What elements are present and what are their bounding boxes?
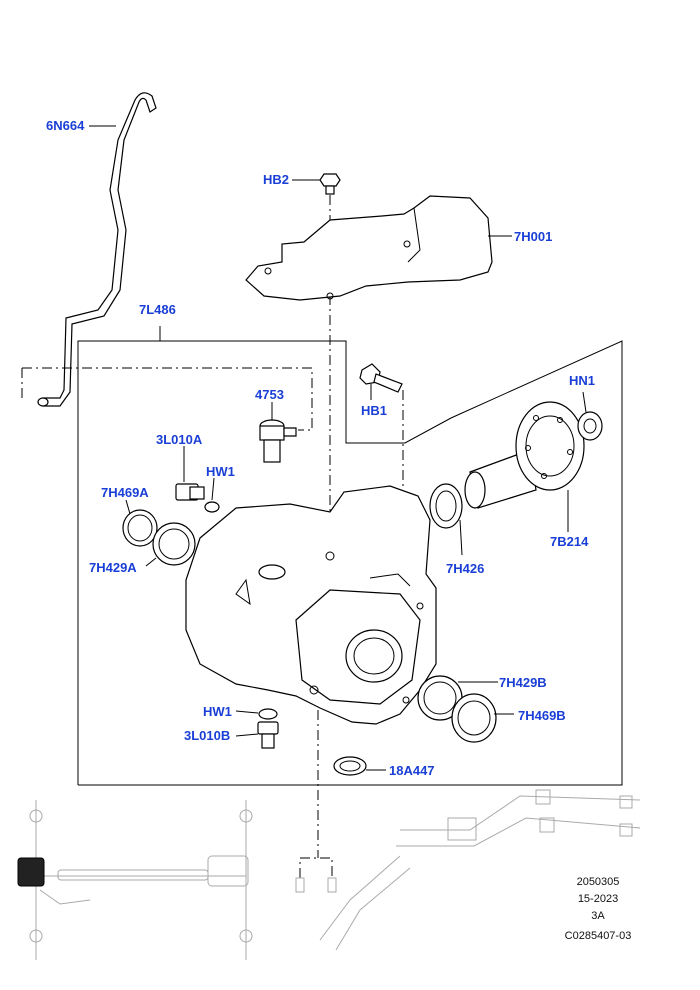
bolt-HB2 [292, 173, 341, 195]
driveline-overview [17, 800, 253, 960]
drain-plug-3L010A [175, 446, 205, 501]
callout-HN1[interactable]: HN1 [569, 373, 596, 388]
callout-7H469A[interactable]: 7H469A [101, 485, 149, 500]
seal-7H469B [451, 693, 514, 743]
output-flange-7B214 [464, 401, 585, 532]
ghost-pipework [295, 789, 641, 951]
callout-7H429A[interactable]: 7H429A [89, 560, 137, 575]
callout-7H429B[interactable]: 7H429B [499, 675, 547, 690]
reference-line-1: 2050305 [576, 876, 620, 888]
reference-line-4: C0285407-03 [564, 930, 632, 942]
transfer-case-housing [185, 485, 437, 725]
reference-line-3: 3A [591, 910, 605, 922]
callout-HB1[interactable]: HB1 [361, 403, 388, 418]
washer-HW1-upper [204, 477, 220, 513]
callout-7L486[interactable]: 7L486 [139, 302, 176, 317]
washer-HW1-lower [235, 708, 278, 720]
callout-3L010A[interactable]: 3L010A [156, 432, 203, 447]
heat-shield-7H001 [245, 195, 512, 301]
callout-7H426[interactable]: 7H426 [446, 561, 485, 576]
drain-plug-3L010B [235, 721, 279, 749]
callout-18A447[interactable]: 18A447 [389, 763, 435, 778]
reference-line-2: 15-2023 [577, 893, 619, 905]
assembly-frame-7L486 [77, 326, 623, 786]
seal-7H469A [122, 499, 158, 547]
callout-6N664[interactable]: 6N664 [46, 118, 85, 133]
sensor-4753 [259, 402, 297, 463]
seal-7H429B [417, 675, 498, 721]
bolt-HB1 [359, 363, 403, 400]
callout-7H001[interactable]: 7H001 [514, 229, 553, 244]
callout-HW1-upper[interactable]: HW1 [206, 464, 235, 479]
seal-7H426 [429, 483, 463, 556]
nut-HN1 [577, 391, 603, 441]
callout-HB2[interactable]: HB2 [263, 172, 290, 187]
vent-tube-6N664 [37, 92, 157, 407]
callout-7B214[interactable]: 7B214 [550, 534, 589, 549]
callout-7H469B[interactable]: 7H469B [518, 708, 566, 723]
seal-7H429A [145, 522, 196, 567]
callout-4753[interactable]: 4753 [255, 387, 284, 402]
callout-3L010B[interactable]: 3L010B [184, 728, 231, 743]
callout-HW1-lower[interactable]: HW1 [203, 704, 232, 719]
seal-18A447 [333, 756, 386, 776]
